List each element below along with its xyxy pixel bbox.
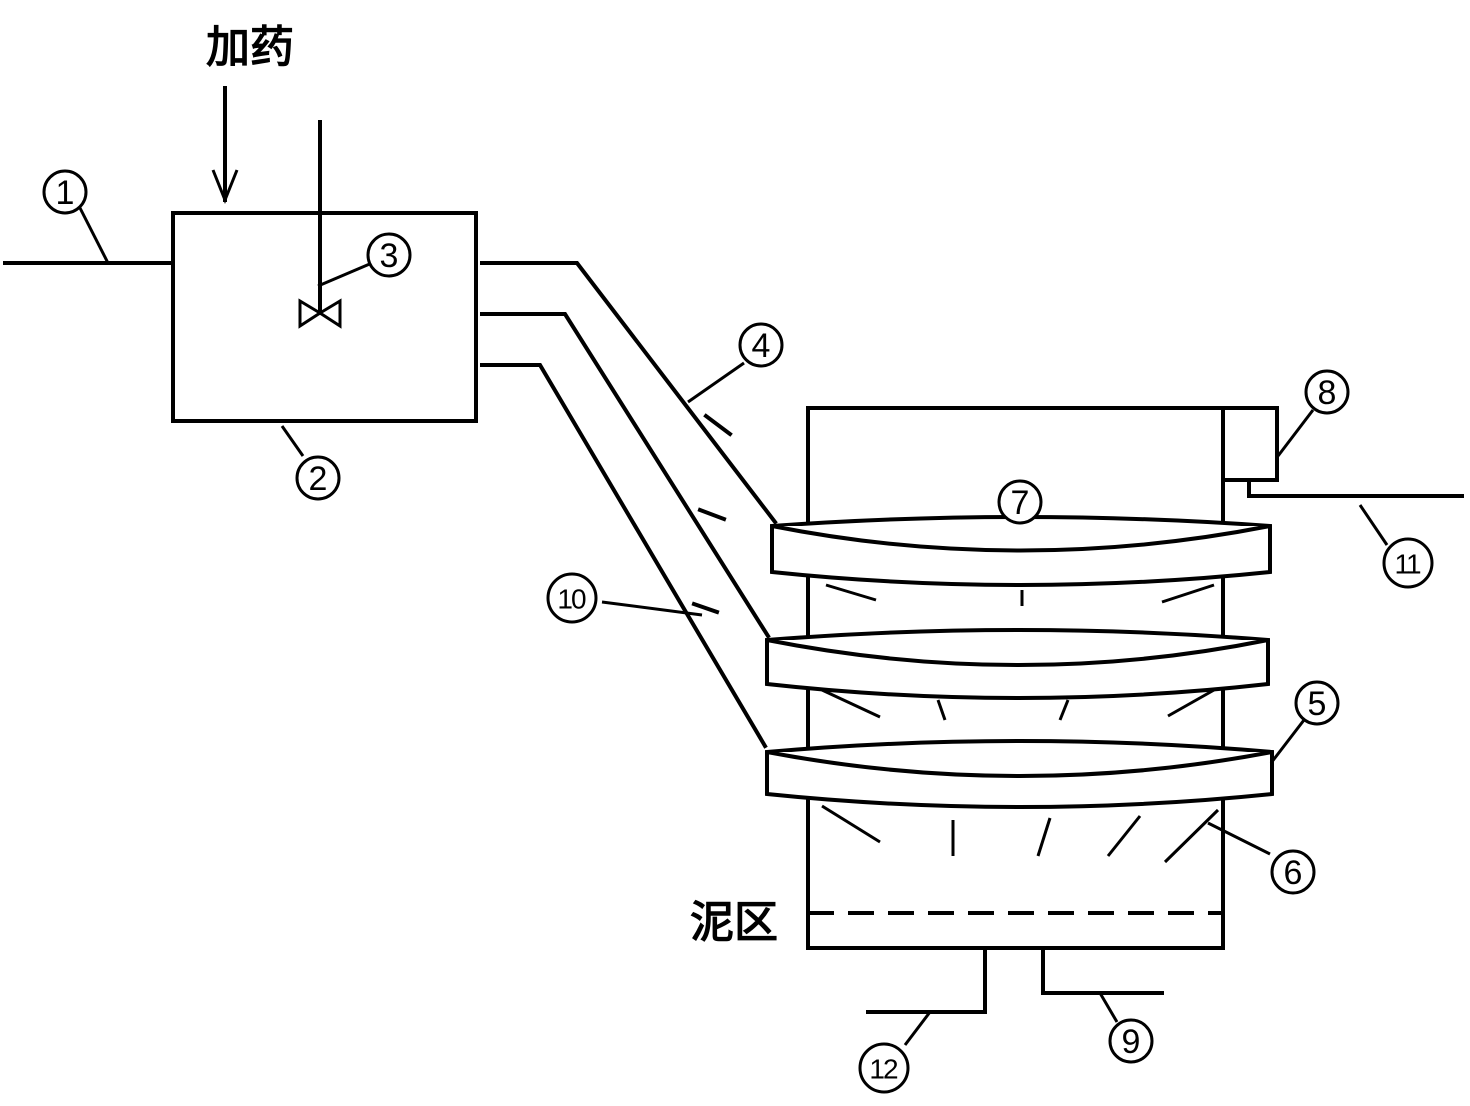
marker-8: 8 [1304,369,1350,415]
marker-11: 11 [1382,537,1434,589]
marker-1: 1 [42,169,88,215]
svg-text:6: 6 [1284,854,1303,892]
sludge-zone-label: 泥区 [690,897,778,948]
svg-text:7: 7 [1011,484,1030,522]
svg-text:9: 9 [1122,1023,1141,1061]
svg-text:12: 12 [869,1054,898,1085]
svg-text:4: 4 [752,327,771,365]
stirrer [298,120,342,329]
dosing-arrow [211,86,239,205]
outlet-pipe [1247,482,1464,498]
distribution-pipes [480,261,778,749]
settling-tank [806,406,1225,950]
marker-6: 6 [1270,849,1316,895]
leader-lines [78,207,1389,1046]
collecting-rings [765,515,1274,809]
marker-10: 10 [546,572,598,624]
marker-12: 12 [858,1042,910,1094]
overflow-weir-box [1221,406,1279,482]
sludge-discharge-pipe [866,950,987,1014]
svg-text:11: 11 [1394,549,1420,580]
marker-7: 7 [997,479,1043,525]
drain-pipe [1041,950,1164,995]
marker-5: 5 [1294,680,1340,726]
svg-text:2: 2 [309,460,328,498]
svg-text:3: 3 [380,237,399,275]
inclined-plates [821,583,1220,864]
dosing-label: 加药 [206,22,294,73]
svg-text:5: 5 [1308,685,1327,723]
marker-4: 4 [738,322,784,368]
svg-text:1: 1 [56,174,75,212]
svg-text:10: 10 [557,584,586,615]
mixing-tank [171,211,478,423]
marker-9: 9 [1108,1018,1154,1064]
svg-text:8: 8 [1318,374,1337,412]
marker-3: 3 [366,232,412,278]
marker-2: 2 [295,455,341,501]
